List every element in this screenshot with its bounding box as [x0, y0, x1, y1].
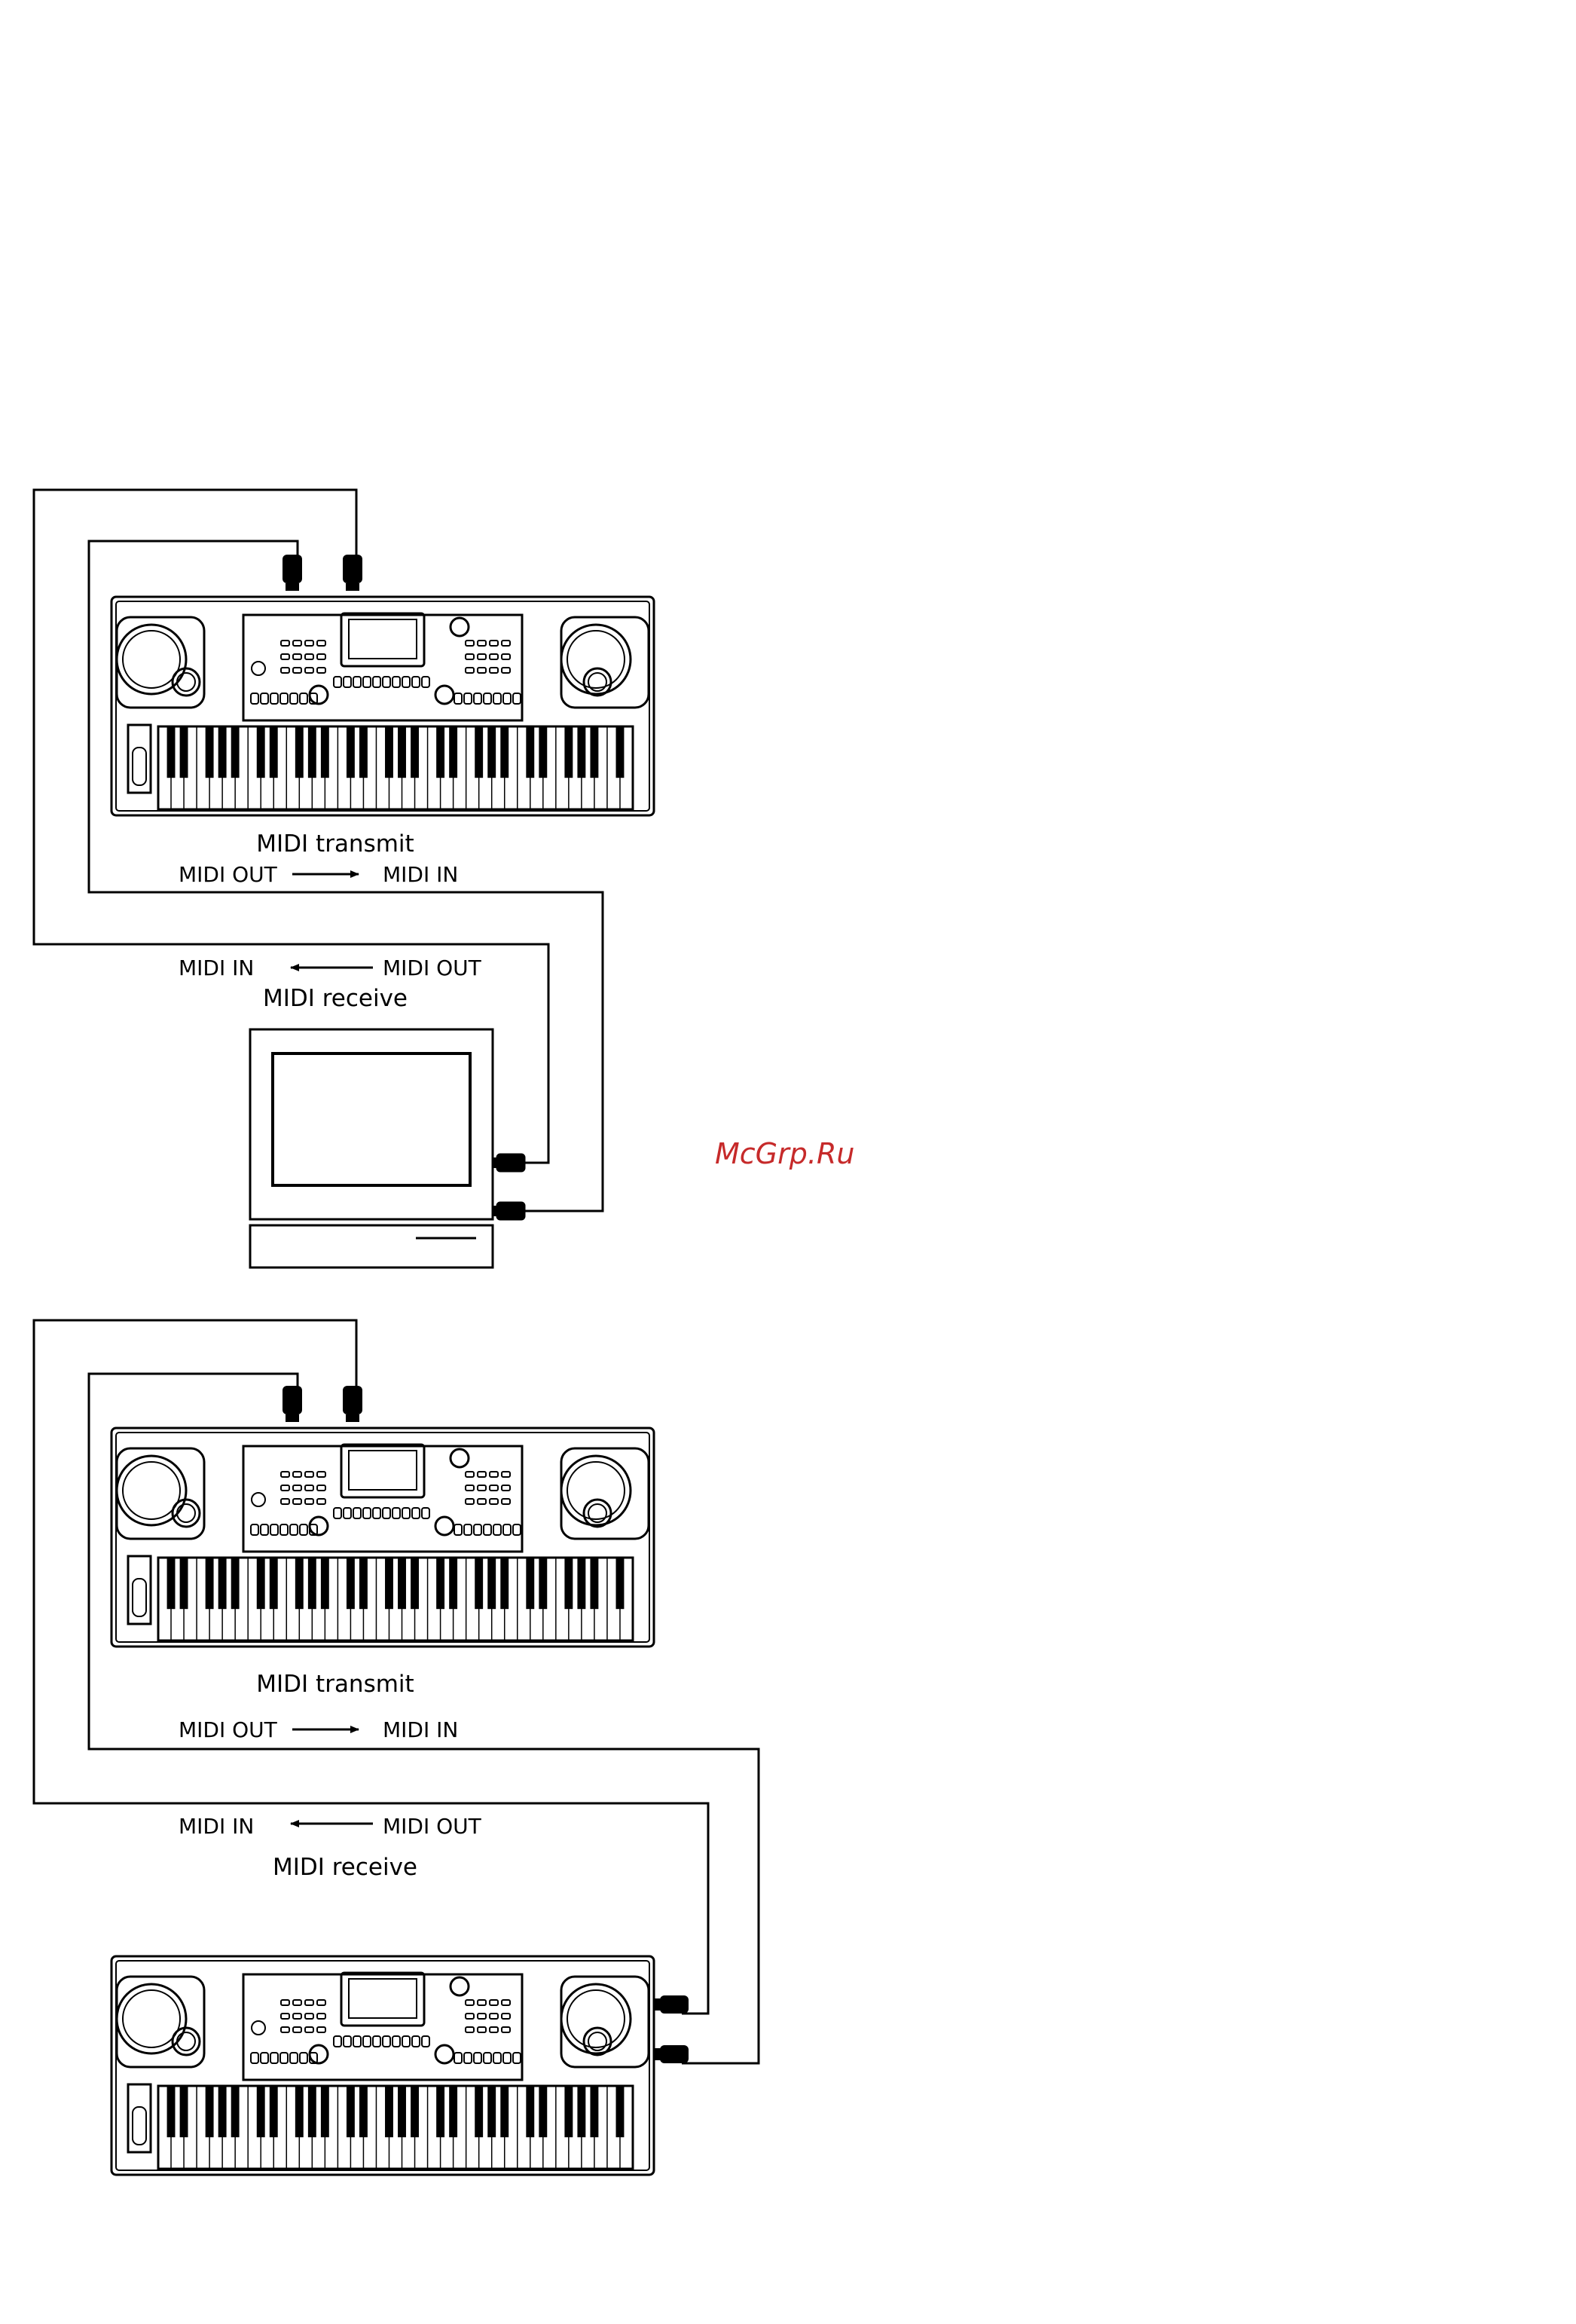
computer-base: [250, 1225, 493, 1267]
d1-receive-title: MIDI receive: [263, 985, 408, 1012]
midi-out-connector: [660, 2045, 689, 2063]
midi-in-connector: [660, 1995, 689, 2014]
d2-transmit-title: MIDI transmit: [256, 1671, 414, 1698]
d2-transmit-to: MIDI IN: [383, 1717, 458, 1742]
right-speaker-icon: [561, 1977, 649, 2067]
midi-in-connector: [283, 555, 302, 583]
pitch-wheel-icon: [133, 748, 146, 785]
left-speaker-icon: [117, 1448, 204, 1539]
diagram-1-labels: MIDI transmit MIDI OUT MIDI IN MIDI IN M…: [179, 830, 482, 1012]
left-cross-button-icon: [310, 686, 328, 704]
power-button-icon: [252, 1493, 265, 1506]
control-panel: [243, 1445, 522, 1552]
lcd-display: [349, 1451, 417, 1490]
left-speaker-icon: [117, 1977, 204, 2067]
keyboard-body: [111, 597, 654, 815]
pitch-wheel-icon: [133, 1579, 146, 1616]
computer-midi-out-connector: [497, 1203, 524, 1219]
piano-keys: [158, 1558, 633, 1641]
d1-transmit-to: MIDI IN: [383, 862, 458, 887]
diagram-2-labels: MIDI transmit MIDI OUT MIDI IN MIDI IN M…: [179, 1671, 482, 1881]
keyboard-2-illustration: [111, 1386, 654, 1647]
piano-keys: [158, 2086, 633, 2169]
midi-out-connector: [343, 1386, 362, 1414]
control-panel: [243, 613, 522, 720]
keybed: [158, 726, 633, 809]
d1-transmit-title: MIDI transmit: [256, 830, 414, 858]
cable-computer-out-to-keyboard-in: [89, 541, 603, 1211]
pitch-wheel-frame: [128, 2084, 151, 2152]
power-button-icon: [252, 2021, 265, 2035]
midi-in-connector: [283, 1386, 302, 1414]
power-button-icon: [252, 662, 265, 675]
volume-dial-icon: [451, 1977, 469, 1995]
computer-midi-in-connector: [497, 1154, 524, 1171]
keybed: [158, 2086, 633, 2169]
keyboard-body: [111, 1956, 654, 2175]
midi-out-connector: [343, 555, 362, 583]
control-panel: [243, 1973, 522, 2080]
right-cross-button-icon: [435, 686, 454, 704]
d1-receive-to: MIDI IN: [179, 956, 254, 980]
d2-receive-to: MIDI IN: [179, 1814, 254, 1839]
left-cross-button-icon: [310, 1517, 328, 1535]
watermark: McGrp.Ru: [715, 1137, 854, 1170]
computer-monitor: [250, 1029, 493, 1219]
pitch-wheel-frame: [128, 1556, 151, 1624]
volume-dial-icon: [451, 618, 469, 636]
pitch-wheel-frame: [128, 725, 151, 793]
d1-receive-from: MIDI OUT: [383, 956, 482, 980]
keyboard-3-illustration: [111, 1956, 689, 2175]
right-cross-button-icon: [435, 1517, 454, 1535]
lcd-display: [349, 1979, 417, 2018]
d2-receive-from: MIDI OUT: [383, 1814, 482, 1839]
pitch-wheel-icon: [133, 2107, 146, 2145]
keyboard-body: [111, 1428, 654, 1647]
cable2-keyboard-out-to-keyboard-in: [34, 1320, 708, 2014]
computer-illustration: [250, 1029, 524, 1267]
d2-receive-title: MIDI receive: [273, 1854, 417, 1881]
right-speaker-icon: [561, 1448, 649, 1539]
left-speaker-icon: [117, 617, 204, 708]
right-cross-button-icon: [435, 2045, 454, 2063]
volume-dial-icon: [451, 1449, 469, 1467]
left-cross-button-icon: [310, 2045, 328, 2063]
computer-screen: [273, 1053, 470, 1185]
keyboard-1-illustration: [111, 555, 654, 815]
piano-keys: [158, 726, 633, 809]
d2-transmit-from: MIDI OUT: [179, 1717, 278, 1742]
keybed: [158, 1558, 633, 1641]
d1-transmit-from: MIDI OUT: [179, 862, 278, 887]
lcd-display: [349, 619, 417, 659]
right-speaker-icon: [561, 617, 649, 708]
